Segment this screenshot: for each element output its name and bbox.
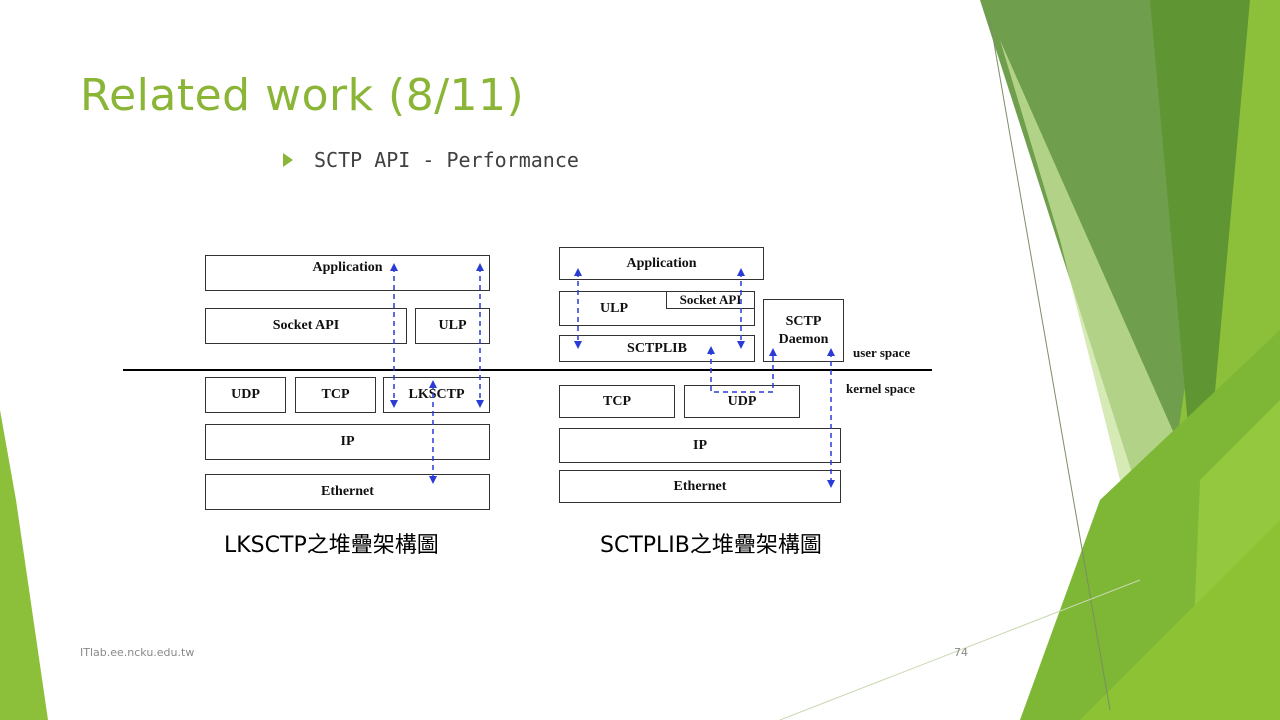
ip-label: IP: [340, 434, 355, 449]
lksctp-udp-layer: UDP: [205, 377, 286, 413]
lksctp-ethernet-layer: Ethernet: [205, 474, 490, 510]
bullet-arrow-icon: [283, 153, 293, 167]
lksctp-ip-layer: IP: [205, 424, 490, 460]
lksctp-socket-api-layer: Socket API: [205, 308, 407, 344]
lksctp-tcp-layer: TCP: [295, 377, 376, 413]
tcp-label: TCP: [321, 387, 350, 402]
sctplib-application-layer: Application: [559, 247, 764, 280]
ulp-label: ULP: [438, 318, 467, 333]
sctplib-label: SCTPLIB: [627, 340, 687, 356]
ip-label: IP: [693, 437, 707, 453]
sctp-daemon-label-line2: Daemon: [778, 331, 829, 347]
socket-api-label: Socket API: [679, 292, 742, 307]
sctplib-caption: SCTPLIB之堆疊架構圖: [600, 533, 822, 558]
kernel-space-label: kernel space: [846, 381, 915, 396]
footer-url: ITlab.ee.ncku.edu.tw: [80, 646, 195, 659]
udp-label: UDP: [727, 393, 757, 409]
lksctp-application-layer: Application: [205, 255, 490, 291]
page-number: 74: [954, 646, 968, 659]
sctplib-udp-layer: UDP: [684, 385, 800, 418]
sctp-daemon-label-line1: SCTP: [785, 313, 822, 329]
sctplib-socket-api-layer: Socket API: [666, 291, 755, 309]
sctplib-tcp-layer: TCP: [559, 385, 675, 418]
ethernet-label: Ethernet: [321, 484, 374, 499]
sctplib-ip-layer: IP: [559, 428, 841, 463]
sctplib-to-daemon-via-udp-arrow: [707, 346, 777, 393]
ulp-label: ULP: [600, 300, 628, 316]
bullet-text: SCTP API - Performance: [314, 148, 579, 172]
udp-label: UDP: [231, 387, 260, 402]
application-label: Application: [626, 255, 697, 271]
user-space-label: user space: [853, 345, 911, 360]
application-label: Application: [312, 260, 383, 275]
slide-title: Related work (8/11): [80, 70, 525, 121]
ethernet-label: Ethernet: [673, 478, 727, 494]
lksctp-caption: LKSCTP之堆疊架構圖: [224, 533, 439, 558]
socket-api-label: Socket API: [272, 318, 340, 333]
sctplib-ethernet-layer: Ethernet: [559, 470, 841, 503]
tcp-label: TCP: [603, 393, 631, 409]
